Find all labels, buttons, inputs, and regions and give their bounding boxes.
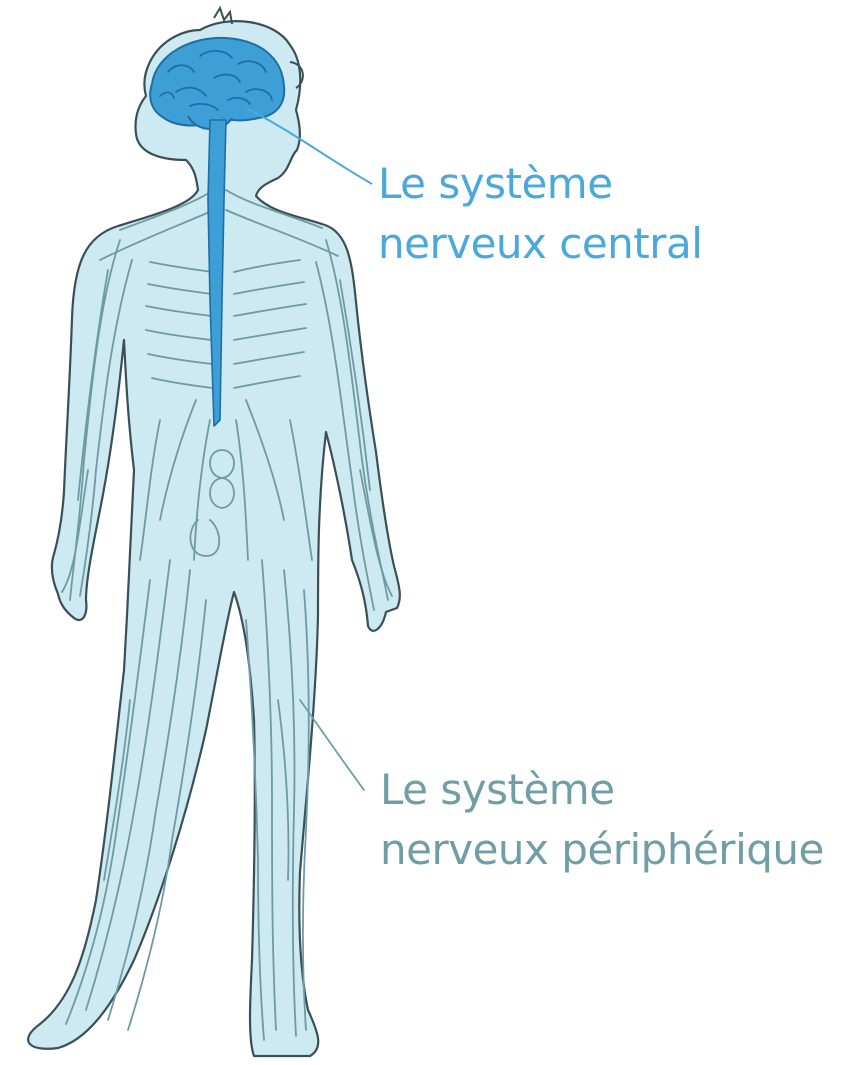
peripheral-label-line-2: nerveux périphérique <box>380 820 824 880</box>
central-label-line-2: nerveux central <box>378 214 702 274</box>
peripheral-label-line-1: Le système <box>380 760 824 820</box>
central-label-line-1: Le système <box>378 154 702 214</box>
peripheral-nervous-system-label: Le système nerveux périphérique <box>380 760 824 880</box>
central-nervous-system-label: Le système nerveux central <box>378 154 702 274</box>
